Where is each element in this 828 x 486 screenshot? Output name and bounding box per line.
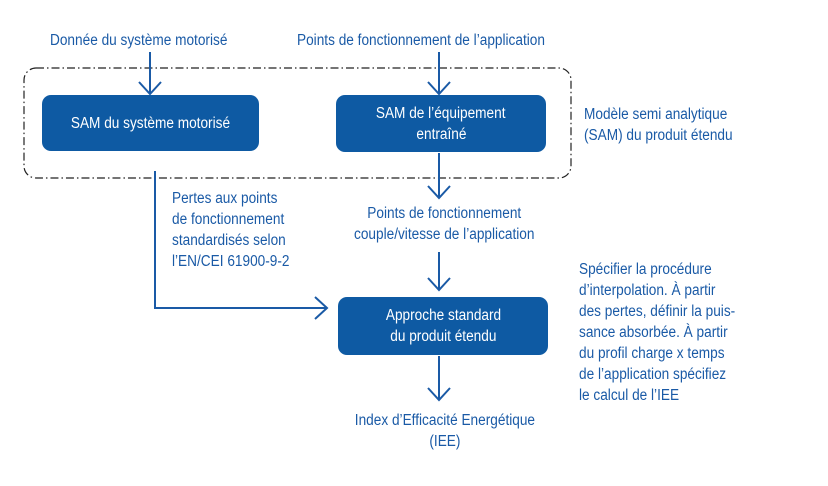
procedure-note: Spécifier la procédure d’interpolation. … [579, 259, 735, 406]
arrow-torque-speed-to-standard-approach [427, 252, 451, 292]
procedure-note-line5: du profil charge x temps [579, 345, 725, 362]
procedure-note-line6: de l’application spécifiez [579, 366, 727, 383]
motor-system-data-label: Donnée du système motorisé [50, 32, 228, 49]
procedure-note-line4: sance absorbée. À partir [579, 324, 728, 341]
torque-speed-label: Points de fonctionnement couple/vitesse … [354, 203, 534, 245]
procedure-note-line3: des pertes, définir la puis- [579, 303, 736, 320]
arrow-sam-motor-to-standard-approach [154, 171, 329, 320]
procedure-note-line7: le calcul de l’IEE [579, 387, 680, 404]
losses-label-line2: de fonctionnement [172, 211, 285, 228]
standard-approach-line1: Approche standard [385, 307, 501, 324]
standard-approach-box: Approche standard du produit étendu [338, 297, 548, 355]
losses-label: Pertes aux points de fonctionnement stan… [172, 188, 290, 272]
procedure-note-line2: d’interpolation. À partir [579, 282, 716, 299]
torque-speed-label-line1: Points de fonctionnement [367, 205, 522, 222]
torque-speed-label-line2: couple/vitesse de l’application [354, 226, 535, 243]
sam-group-label-line2: (SAM) du produit étendu [584, 127, 733, 144]
iee-output-line2: (IEE) [429, 433, 461, 450]
procedure-note-line1: Spécifier la procédure [579, 261, 712, 278]
sam-driven-equipment-line2: entraîné [415, 125, 467, 143]
arrow-standard-approach-to-iee [427, 356, 451, 402]
sam-group-label: Modèle semi analytique (SAM) du produit … [584, 104, 733, 146]
sam-group-border [23, 67, 572, 179]
operating-points-label: Points de fonctionnement de l’applicatio… [297, 32, 545, 49]
sam-group-label-line1: Modèle semi analytique [584, 106, 728, 123]
sam-motor-system-box: SAM du système motorisé [42, 95, 259, 151]
sam-driven-equipment-line1: SAM de l’équipement [376, 104, 506, 122]
arrow-motor-data-to-sam [138, 52, 162, 96]
sam-motor-system-label: SAM du système motorisé [70, 114, 231, 132]
arrow-operating-points-to-sam-equipment [427, 52, 451, 96]
iee-output-line1: Index d’Efficacité Energétique [354, 412, 536, 429]
iee-output-label: Index d’Efficacité Energétique (IEE) [338, 410, 552, 452]
standard-approach-line2: du produit étendu [389, 328, 497, 345]
losses-label-line3: standardisés selon [172, 232, 286, 249]
losses-label-line1: Pertes aux points [172, 190, 278, 207]
sam-driven-equipment-box: SAM de l’équipement entraîné [336, 95, 546, 152]
arrow-sam-equipment-to-torque-speed [427, 153, 451, 200]
losses-label-line4: l’EN/CEI 61900-9-2 [172, 253, 290, 270]
